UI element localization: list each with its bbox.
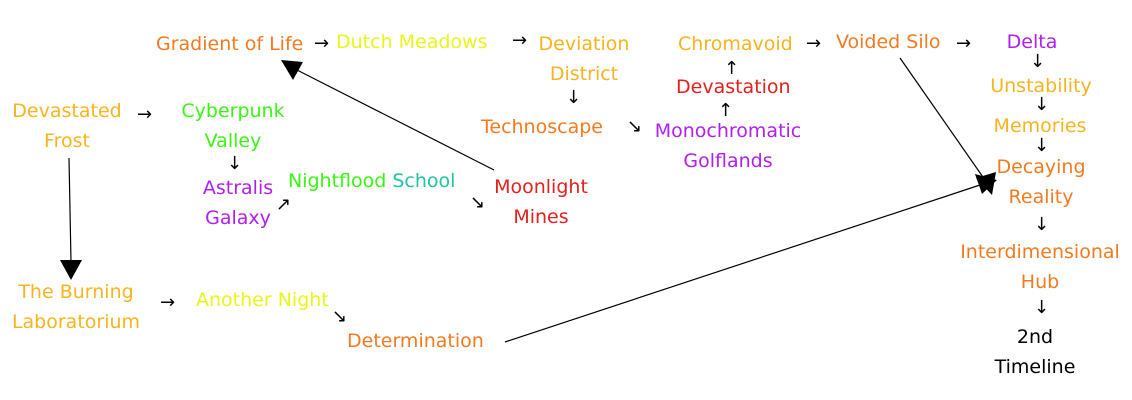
arrow-silo-to-delta: → <box>956 33 972 54</box>
node-school-word: School <box>392 170 456 192</box>
node-delta: Delta <box>1000 27 1064 57</box>
node-burning-laboratorium: The Burning Laboratorium <box>4 277 148 337</box>
node-gradient-of-life: Gradient of Life <box>156 29 316 59</box>
arrow-nightflood-to-moonlight: ↘ <box>470 192 486 213</box>
node-voided-silo-line1: Voided Silo <box>836 31 941 53</box>
node-devastated-frost-line1: Devastated <box>12 100 122 122</box>
arrow-delta-to-unstability: ↓ <box>1030 51 1046 72</box>
node-interdimensional-hub: Interdimensional Hub <box>952 237 1128 297</box>
node-deviation-district-line1: Deviation <box>538 33 630 55</box>
arrow-dutch-to-deviation: → <box>512 30 528 51</box>
node-another-night-line1: Another Night <box>196 289 329 311</box>
node-interdimensional-hub-line1: Interdimensional <box>960 241 1120 263</box>
node-dutch-meadows: Dutch Meadows <box>336 27 514 57</box>
arrow-monochromatic-to-devastation: ↑ <box>718 100 734 121</box>
node-determination: Determination <box>347 326 497 356</box>
node-burning-laboratorium-line2: Laboratorium <box>11 311 141 333</box>
edge-moonlight-to-gradient-head <box>281 60 303 80</box>
edge-frost-to-laboratorium <box>68 157 72 263</box>
node-decaying-reality-line2: Reality <box>1008 186 1074 208</box>
node-devastation: Devastation <box>676 72 808 102</box>
node-burning-laboratorium-line1: The Burning <box>18 281 134 303</box>
node-determination-line1: Determination <box>347 330 484 352</box>
edge-moonlight-to-gradient <box>296 69 495 171</box>
node-unstability-line1: Unstability <box>990 75 1092 97</box>
arrow-deviation-to-technoscape: ↓ <box>566 87 582 108</box>
node-voided-silo: Voided Silo <box>836 27 956 57</box>
node-chromavoid-line1: Chromavoid <box>678 33 793 55</box>
arrow-chromavoid-to-silo: → <box>806 33 822 54</box>
node-nightflood-word: Nightflood <box>288 170 387 192</box>
node-dutch-meadows-line1: Dutch Meadows <box>336 31 488 53</box>
arrow-memories-to-decaying: ↓ <box>1034 135 1050 156</box>
node-monochromatic-golflands-line2: Golflands <box>683 150 773 172</box>
node-decaying-reality: Decaying Reality <box>986 152 1096 212</box>
arrow-another-night-to-determination: ↘ <box>332 306 348 327</box>
arrow-reality-to-hub: ↓ <box>1034 214 1050 235</box>
edge-determination-to-reality <box>504 184 981 343</box>
node-deviation-district-line2: District <box>549 63 619 85</box>
node-astralis-galaxy-line1: Astralis <box>202 177 274 199</box>
node-second-timeline-line1: 2nd <box>1016 326 1054 348</box>
node-cyberpunk-valley: Cyberpunk Valley <box>172 96 294 156</box>
arrow-cyberpunk-to-astralis: ↓ <box>227 153 243 174</box>
node-nightflood-school: Nightflood School <box>288 166 474 196</box>
node-technoscape-line1: Technoscape <box>481 116 603 138</box>
node-technoscape: Technoscape <box>481 112 627 142</box>
node-second-timeline: 2nd Timeline <box>980 322 1090 382</box>
node-gradient-of-life-line1: Gradient of Life <box>156 33 304 55</box>
arrow-technoscape-to-monochromatic: ↘ <box>627 116 643 137</box>
node-interdimensional-hub-line2: Hub <box>1020 271 1060 293</box>
node-monochromatic-golflands-line1: Monochromatic <box>654 120 802 142</box>
node-second-timeline-line2: Timeline <box>994 356 1076 378</box>
node-delta-line1: Delta <box>1006 31 1058 53</box>
node-monochromatic-golflands: Monochromatic Golflands <box>644 116 812 176</box>
edge-determination-to-reality-head <box>975 174 997 194</box>
node-moonlight-mines-line2: Mines <box>513 206 569 228</box>
edge-frost-to-laboratorium-head <box>60 260 82 280</box>
node-moonlight-mines-line1: Moonlight <box>494 176 588 198</box>
node-chromavoid: Chromavoid <box>678 29 806 59</box>
arrow-hub-to-timeline: ↓ <box>1034 297 1050 318</box>
node-devastated-frost-line2: Frost <box>44 130 90 152</box>
node-astralis-galaxy-line2: Galaxy <box>205 207 271 229</box>
edge-silo-to-reality <box>899 57 986 181</box>
node-devastation-line1: Devastation <box>676 76 791 98</box>
node-unstability: Unstability <box>982 71 1100 101</box>
arrow-laboratorium-to-another-night: → <box>160 292 176 313</box>
node-another-night: Another Night <box>196 285 346 315</box>
node-cyberpunk-valley-line1: Cyberpunk <box>181 100 285 122</box>
arrow-unstability-to-memories: ↓ <box>1034 94 1050 115</box>
node-moonlight-mines: Moonlight Mines <box>486 172 596 232</box>
node-astralis-galaxy: Astralis Galaxy <box>190 173 286 233</box>
node-devastated-frost: Devastated Frost <box>4 96 130 156</box>
arrow-gradient-to-dutch: → <box>314 33 330 54</box>
arrow-frost-to-cyberpunk: → <box>137 104 153 125</box>
arrow-astralis-to-nightflood: ↗ <box>276 194 292 215</box>
node-decaying-reality-line1: Decaying <box>996 156 1086 178</box>
node-memories: Memories <box>984 111 1096 141</box>
node-cyberpunk-valley-line2: Valley <box>204 130 262 152</box>
node-memories-line1: Memories <box>993 115 1087 137</box>
arrow-devastation-to-chromavoid: ↑ <box>724 58 740 79</box>
node-deviation-district: Deviation District <box>530 29 638 89</box>
